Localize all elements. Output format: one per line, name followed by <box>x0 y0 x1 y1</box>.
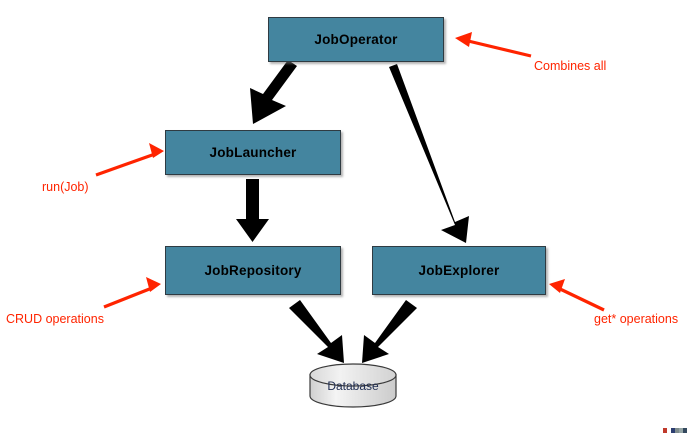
arrow-repository-to-database <box>289 300 344 363</box>
arrow-operator-to-launcher <box>250 60 297 124</box>
node-job-operator[interactable]: JobOperator <box>268 17 444 62</box>
database-node[interactable]: Database <box>310 364 396 408</box>
red-arrow-get-operations <box>549 279 605 312</box>
arrow-operator-to-explorer <box>389 64 469 243</box>
annotation-combines-all: Combines all <box>534 59 607 73</box>
annotation-run-job: run(Job) <box>42 180 89 194</box>
node-job-explorer[interactable]: JobExplorer <box>372 246 546 295</box>
node-job-explorer-label: JobExplorer <box>418 263 500 278</box>
node-job-repository-label: JobRepository <box>204 263 302 278</box>
node-job-launcher-label: JobLauncher <box>209 145 297 160</box>
red-arrow-crud-operations <box>103 277 161 309</box>
node-job-launcher[interactable]: JobLauncher <box>165 130 341 175</box>
arrow-launcher-to-repository <box>236 179 269 242</box>
database-label: Database <box>327 379 379 393</box>
node-job-repository[interactable]: JobRepository <box>165 246 341 295</box>
annotation-crud-operations: CRUD operations <box>6 312 104 326</box>
arrow-explorer-to-database <box>362 300 417 363</box>
database-cylinder <box>309 363 397 408</box>
red-arrow-run-job <box>95 143 164 177</box>
annotation-get-operations: get* operations <box>594 312 679 326</box>
node-job-operator-label: JobOperator <box>314 32 398 47</box>
red-arrow-combines-all <box>455 32 532 58</box>
corner-watermark <box>663 428 687 438</box>
